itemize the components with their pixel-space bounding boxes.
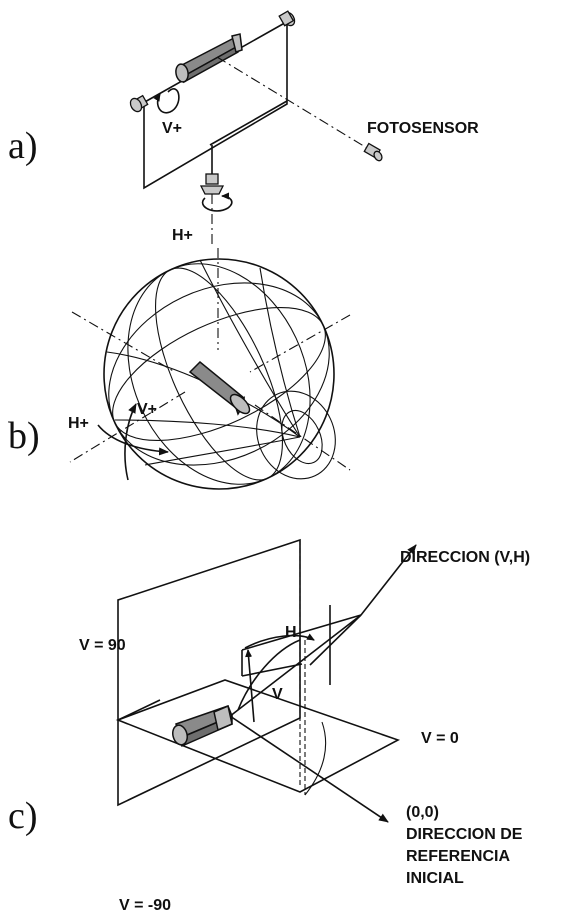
- vminus90-label: V = -90: [119, 897, 171, 914]
- panel-a-letter: a): [8, 125, 38, 167]
- luminaire-c: [172, 704, 233, 748]
- vertical-plane: [117, 538, 301, 807]
- sphere-axis-right-upper: [249, 314, 351, 373]
- panel-c-letter: c): [8, 795, 38, 837]
- sphere-h-arrow: [97, 424, 169, 456]
- sensor-line: [216, 56, 368, 149]
- panel-b-letter: b): [8, 415, 40, 457]
- v-rotation-arrow: [153, 88, 180, 114]
- horizontal-plane: [115, 679, 400, 793]
- projection-ray: [224, 614, 362, 721]
- reference-label-line3: INICIAL: [406, 870, 464, 887]
- panel-a-v-plus-label: V+: [162, 120, 182, 137]
- fotosensor-icon: [363, 142, 383, 162]
- axis-end-cap-left: [129, 94, 149, 113]
- sphere-axis-right-lower: [254, 404, 351, 471]
- luminaire-b: [188, 360, 251, 416]
- frame-plane: [143, 20, 288, 190]
- panel-a: a) V+ FOTOSENSOR: [8, 10, 479, 244]
- v0-label: V = 0: [421, 730, 459, 747]
- reference-label-line2: REFERENCIA: [406, 848, 510, 865]
- v-label: V: [272, 686, 283, 703]
- panel-c: c) DIRECCION (V,H) V = 90: [8, 538, 530, 914]
- h-arc: [244, 633, 315, 649]
- direccion-label: DIRECCION (V,H): [400, 549, 530, 566]
- sphere-v-arrow: [124, 403, 137, 481]
- panel-b-h-plus-label: H+: [68, 415, 89, 432]
- panel-b: b): [8, 248, 351, 490]
- reference-direction-arrow: [229, 715, 389, 823]
- panel-b-v-plus-label: V+: [137, 401, 157, 418]
- fotosensor-label: FOTOSENSOR: [367, 120, 479, 137]
- h-rotation-arrow: [202, 192, 233, 212]
- h-label: H: [285, 624, 297, 641]
- goniometer-sphere: [103, 258, 336, 490]
- reference-label-line1: DIRECCION DE: [406, 826, 523, 843]
- luminaire-a: [175, 33, 243, 84]
- direction-arrow: [360, 544, 417, 616]
- v90-label: V = 90: [79, 637, 126, 654]
- stand-base: [199, 173, 225, 195]
- panel-a-h-plus-label: H+: [172, 227, 193, 244]
- v-arc: [237, 639, 301, 711]
- origin-label: (0,0): [406, 804, 439, 821]
- axis-end-cap-right: [278, 10, 296, 27]
- frame-bottom-edge: [209, 100, 288, 146]
